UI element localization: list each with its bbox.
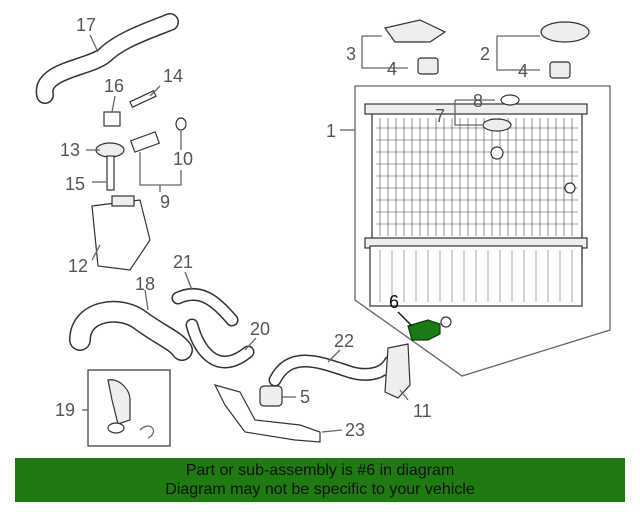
label-part-14: 14 (163, 66, 183, 86)
upper-hose-part-17[interactable] (35, 13, 179, 104)
hose-part-22[interactable] (268, 354, 397, 387)
label-part-22: 22 (334, 331, 354, 351)
label-part-4a: 4 (387, 59, 397, 79)
leader-line-6 (397, 311, 413, 327)
reserve-tank-part-12[interactable] (91, 195, 151, 271)
label-part-12: 12 (68, 256, 88, 276)
cushion-part-5[interactable] (259, 385, 283, 407)
pipe-part-23[interactable] (213, 384, 321, 443)
label-part-4b: 4 (518, 61, 528, 81)
lower-hose-part-18[interactable] (69, 300, 193, 361)
label-part-2: 2 (480, 44, 490, 64)
cushion-part-4a[interactable] (417, 57, 439, 75)
notice-line-2: Diagram may not be specific to your vehi… (165, 481, 475, 498)
leader-lines (82, 34, 540, 433)
fitting-part-16[interactable] (103, 111, 121, 127)
notice-banner: Part or sub-assembly is #6 in diagram Di… (15, 458, 625, 502)
label-part-9: 9 (160, 192, 170, 212)
label-part-23: 23 (345, 420, 365, 440)
upper-mount-part-3[interactable] (383, 19, 447, 43)
switch-part-9[interactable] (129, 131, 161, 153)
label-part-15: 15 (65, 174, 85, 194)
hose-part-20[interactable] (185, 318, 255, 369)
label-part-11: 11 (413, 401, 432, 421)
sensor-part-14[interactable] (129, 89, 157, 109)
label-part-16: 16 (104, 76, 124, 96)
oring-part-10[interactable] (175, 117, 187, 131)
label-part-10: 10 (173, 149, 193, 169)
drain-plug-part-6[interactable] (407, 316, 452, 341)
label-part-13: 13 (60, 140, 80, 160)
label-part-3: 3 (346, 44, 356, 64)
label-part-8: 8 (473, 91, 483, 111)
radiator-part-1[interactable] (364, 103, 588, 307)
cap-part-13[interactable] (95, 142, 125, 158)
hose-part-21[interactable] (171, 287, 239, 327)
upper-mount-part-2[interactable] (540, 21, 590, 43)
cap-part-7[interactable] (482, 118, 512, 132)
cushion-part-4b[interactable] (549, 61, 571, 79)
radiator-parts-diagram: 1 2 3 4 4 5 6 7 8 9 10 11 12 13 14 15 16… (35, 13, 611, 447)
label-part-17: 17 (76, 15, 96, 35)
pipe-part-15[interactable] (106, 155, 115, 191)
label-part-18: 18 (135, 274, 155, 294)
label-part-21: 21 (173, 252, 193, 272)
label-part-19: 19 (55, 400, 75, 420)
label-part-1: 1 (326, 121, 336, 141)
gasket-part-8[interactable] (500, 94, 520, 106)
label-part-20: 20 (250, 319, 270, 339)
label-part-6: 6 (389, 292, 399, 312)
label-part-7: 7 (435, 106, 445, 126)
radiator-group-outline (354, 85, 611, 377)
notice-line-1: Part or sub-assembly is #6 in diagram (185, 462, 455, 479)
bracket-part-11[interactable] (384, 343, 411, 399)
label-part-5: 5 (300, 387, 310, 407)
part-19-box[interactable] (87, 369, 171, 447)
